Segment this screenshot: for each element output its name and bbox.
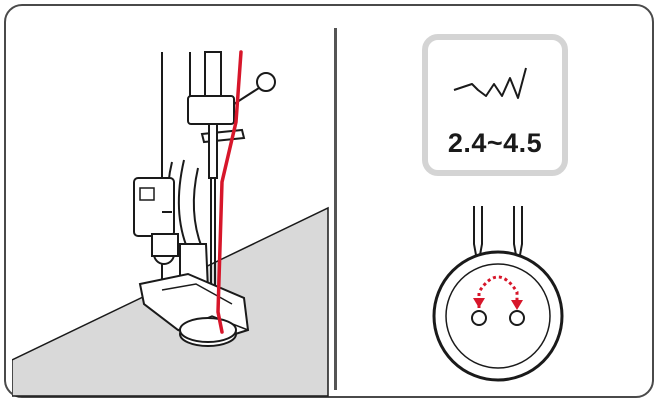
- button-diagram: [432, 206, 564, 382]
- stitch-info-panel: 2.4~4.5: [338, 12, 658, 402]
- presser-foot-illustration: [12, 12, 330, 402]
- zigzag-stitch-icon: [453, 67, 527, 99]
- panel-divider: [334, 28, 337, 390]
- stitch-setting-card: 2.4~4.5: [422, 34, 568, 176]
- illustration-frame: 2.4~4.5: [4, 4, 654, 398]
- stitch-width-range: 2.4~4.5: [447, 128, 543, 158]
- sewing-machine-foot-drawing: [12, 50, 329, 397]
